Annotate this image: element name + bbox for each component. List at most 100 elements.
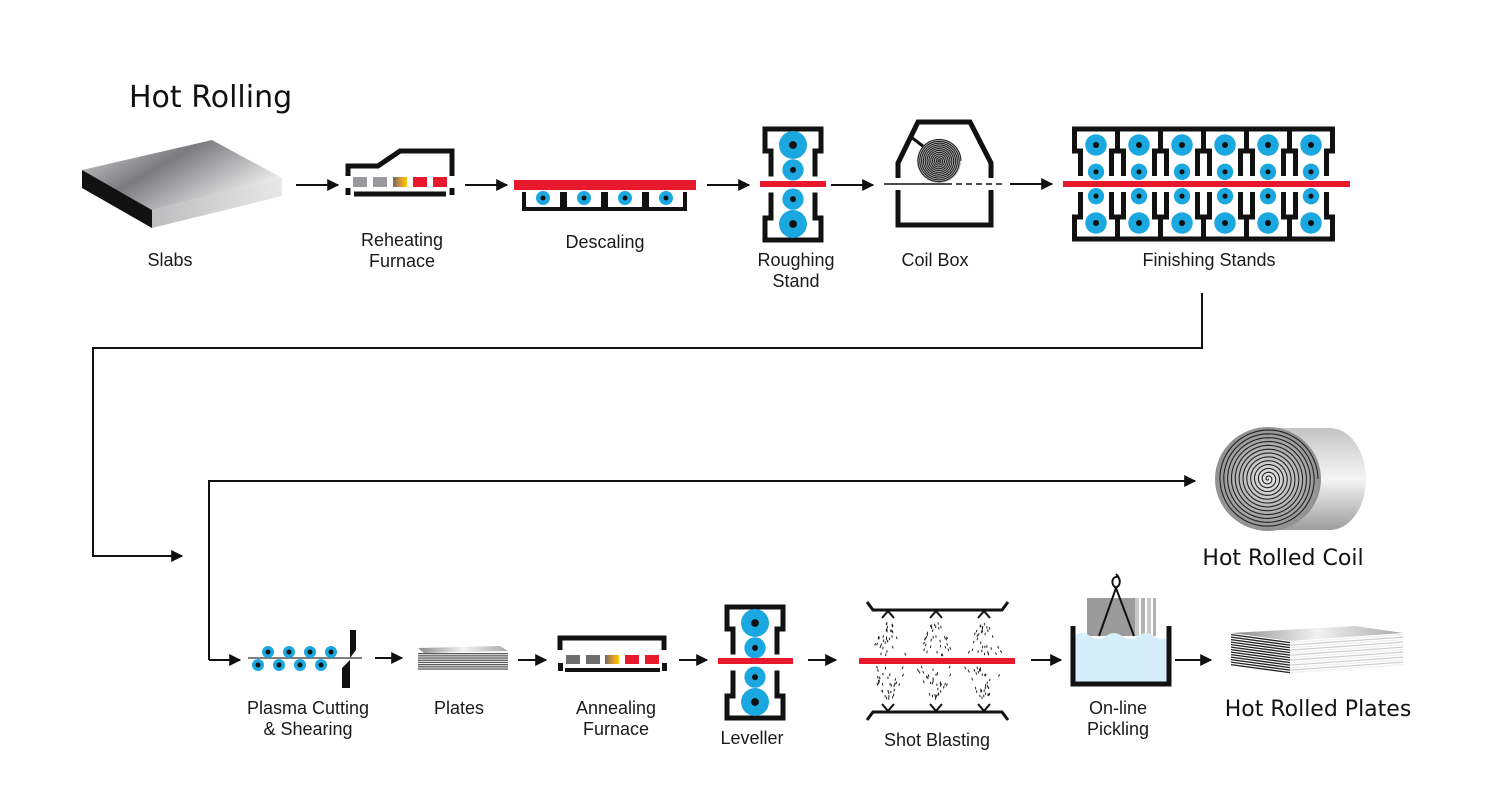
shot-particle — [880, 643, 883, 647]
shot-particle — [877, 669, 879, 672]
shot-blasting-icon — [859, 601, 1015, 721]
label-hot-rolled-coil: Hot Rolled Coil — [1202, 546, 1363, 571]
roller-axle — [1179, 169, 1185, 175]
plate-layer-side — [1290, 659, 1403, 669]
roller-axle — [1221, 141, 1229, 149]
shot-particle — [949, 673, 952, 677]
shot-particle — [876, 665, 878, 669]
shot-particle — [944, 682, 946, 686]
shot-particle — [927, 676, 929, 679]
leveller-icon — [718, 604, 793, 721]
shot-particle — [879, 645, 882, 649]
strip — [760, 181, 826, 187]
roller-axle — [1307, 141, 1315, 149]
shot-particle — [925, 635, 928, 639]
roller-axle — [789, 220, 797, 228]
plate-layer-side — [1290, 661, 1403, 671]
label-slabs: Slabs — [147, 250, 192, 270]
roller-axle — [265, 649, 271, 655]
shot-particle — [922, 680, 925, 684]
roller-axle — [540, 195, 546, 201]
shot-particle — [995, 652, 997, 655]
roller-axle — [751, 698, 759, 706]
shot-particle — [967, 669, 970, 673]
plate-layer-edge — [1231, 636, 1290, 646]
plate-layer — [418, 653, 508, 655]
nozzle — [929, 609, 943, 619]
plate-layer — [418, 664, 508, 666]
plate-layer-side — [1290, 649, 1403, 659]
strip — [1063, 181, 1350, 187]
coil-spiral — [917, 138, 962, 183]
shot-particle — [894, 682, 896, 686]
shot-particle — [880, 652, 882, 656]
plate-layer-edge — [1231, 664, 1290, 674]
shot-particle — [974, 686, 977, 690]
stand-housing-top — [1201, 126, 1249, 176]
shot-particle — [926, 631, 929, 635]
shot-particle — [877, 679, 880, 683]
plate-top — [1231, 626, 1403, 641]
stand-housing-bottom — [1158, 192, 1206, 242]
shot-particle — [999, 650, 1003, 654]
hot-rolled-coil-icon — [1215, 427, 1366, 531]
roller-axle — [1307, 219, 1315, 227]
shot-particle — [941, 653, 944, 657]
roller-axle — [581, 195, 587, 201]
roller-axle — [1265, 169, 1271, 175]
plate-layer-edge — [1231, 641, 1290, 651]
roller-axle — [1179, 193, 1185, 199]
plate-layer-edge — [1231, 654, 1290, 664]
plate-layer-edge — [1231, 656, 1290, 666]
shot-particle — [949, 646, 952, 650]
shot-particle — [926, 633, 929, 637]
plate-layer-side — [1290, 641, 1403, 651]
label-leveller: Leveller — [720, 728, 783, 748]
shot-particle — [877, 675, 879, 679]
roller-axle — [1092, 219, 1100, 227]
label-plates: Plates — [434, 698, 484, 718]
label-descaling: Descaling — [565, 232, 644, 252]
roller-axle — [1264, 219, 1272, 227]
plasma-cutting-icon — [248, 630, 362, 688]
shot-particle — [898, 683, 901, 687]
roller-axle — [1135, 219, 1143, 227]
roller-axle — [1222, 169, 1228, 175]
roller-axle — [1136, 169, 1142, 175]
plate-layer — [418, 659, 508, 661]
shot-particle — [901, 666, 904, 670]
shot-particle — [926, 650, 928, 654]
roller-axle — [1265, 193, 1271, 199]
slab-icon — [82, 140, 282, 228]
label-shot-blasting: Shot Blasting — [884, 730, 990, 750]
roller-axle — [1221, 219, 1229, 227]
stand-housing-bottom — [1072, 192, 1120, 242]
connector-to-coil — [208, 475, 1197, 660]
shot-particle — [967, 650, 970, 654]
descaling-box — [563, 192, 605, 211]
stand-housing-bottom — [762, 192, 824, 243]
coil-spiral — [1219, 429, 1319, 527]
plate-layer-edge — [1231, 649, 1290, 659]
plate-layer-side — [1290, 654, 1403, 664]
shot-particle — [895, 681, 898, 685]
roller-axle — [276, 662, 282, 668]
shot-particle — [946, 636, 948, 640]
hot-rolled-plates-icon — [1231, 626, 1403, 674]
shot-particle — [877, 681, 880, 685]
label-hot-rolled-plates: Hot Rolled Plates — [1225, 697, 1412, 722]
annealing-furnace-icon — [557, 635, 667, 672]
shot-particle — [878, 676, 881, 680]
shot-particle — [948, 665, 951, 669]
shot-particle — [878, 636, 880, 640]
shot-particle — [876, 642, 878, 646]
stand-housing-bottom — [1244, 192, 1292, 242]
stand-housing-top — [762, 126, 824, 177]
shot-particle — [895, 636, 898, 640]
roller-axle — [1092, 141, 1100, 149]
plate-layer — [418, 666, 508, 668]
plates-icon — [418, 646, 508, 670]
